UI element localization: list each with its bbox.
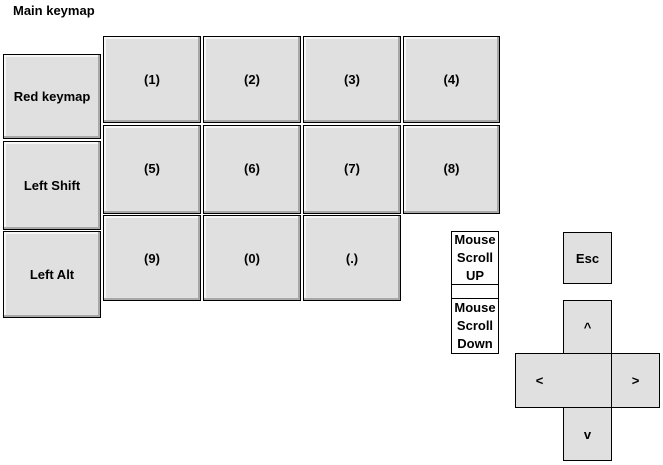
red-keymap-key[interactable]: Red keymap [3,54,101,139]
key-4[interactable]: (4) [403,36,500,123]
key-0[interactable]: (0) [203,215,301,301]
arrow-left-key[interactable]: < [515,353,564,408]
key-0-label: (0) [244,251,260,266]
key-8[interactable]: (8) [403,125,500,214]
mouse-scroll-up-line-1: Mouse [454,232,496,247]
mouse-scroll-down-line-3: Down [457,336,493,351]
left-alt-label: Left Alt [29,267,75,282]
arrow-up-icon: ^ [583,319,592,335]
key-6-label: (6) [244,161,260,176]
mouse-scroll-up-line-3: UP [465,268,485,283]
key-4-label: (4) [443,72,460,87]
key-2-label: (2) [244,72,260,87]
mouse-scroll-down-key[interactable]: Mouse Scroll Down [451,298,499,354]
left-shift-label: Left Shift [23,178,81,193]
esc-label: Esc [575,250,600,266]
key-1[interactable]: (1) [103,36,201,123]
mouse-scroll-down-line-2: Scroll [456,318,494,333]
left-shift-key[interactable]: Left Shift [3,141,101,230]
esc-key[interactable]: Esc [563,232,612,284]
key-9[interactable]: (9) [103,215,201,301]
mouse-scroll-down-line-1: Mouse [454,300,496,315]
key-dot-label: (.) [345,251,359,266]
key-5[interactable]: (5) [103,125,201,214]
arrow-down-key[interactable]: v [563,407,612,461]
arrow-right-icon: > [631,373,640,388]
key-7-label: (7) [344,161,360,176]
red-keymap-label: Red keymap [13,89,91,104]
left-alt-key[interactable]: Left Alt [3,231,101,318]
key-dot[interactable]: (.) [303,215,401,301]
arrow-up-key[interactable]: ^ [563,300,612,354]
mouse-scroll-gap [451,284,499,299]
key-2[interactable]: (2) [203,36,301,123]
key-5-label: (5) [144,161,160,176]
arrow-left-icon: < [535,373,544,388]
dpad-center [563,353,612,408]
mouse-scroll-up-line-2: Scroll [456,250,494,265]
arrow-down-icon: v [583,426,592,442]
mouse-scroll-up-label: Mouse Scroll UP [454,231,495,285]
key-1-label: (1) [144,72,160,87]
key-3-label: (3) [344,72,360,87]
key-8-label: (8) [443,161,460,176]
keymap-title: Main keymap [13,3,95,18]
mouse-scroll-up-key[interactable]: Mouse Scroll UP [451,231,499,285]
key-6[interactable]: (6) [203,125,301,214]
arrow-right-key[interactable]: > [611,353,660,408]
key-3[interactable]: (3) [303,36,401,123]
key-7[interactable]: (7) [303,125,401,214]
mouse-scroll-down-label: Mouse Scroll Down [454,299,495,353]
key-9-label: (9) [144,251,160,266]
